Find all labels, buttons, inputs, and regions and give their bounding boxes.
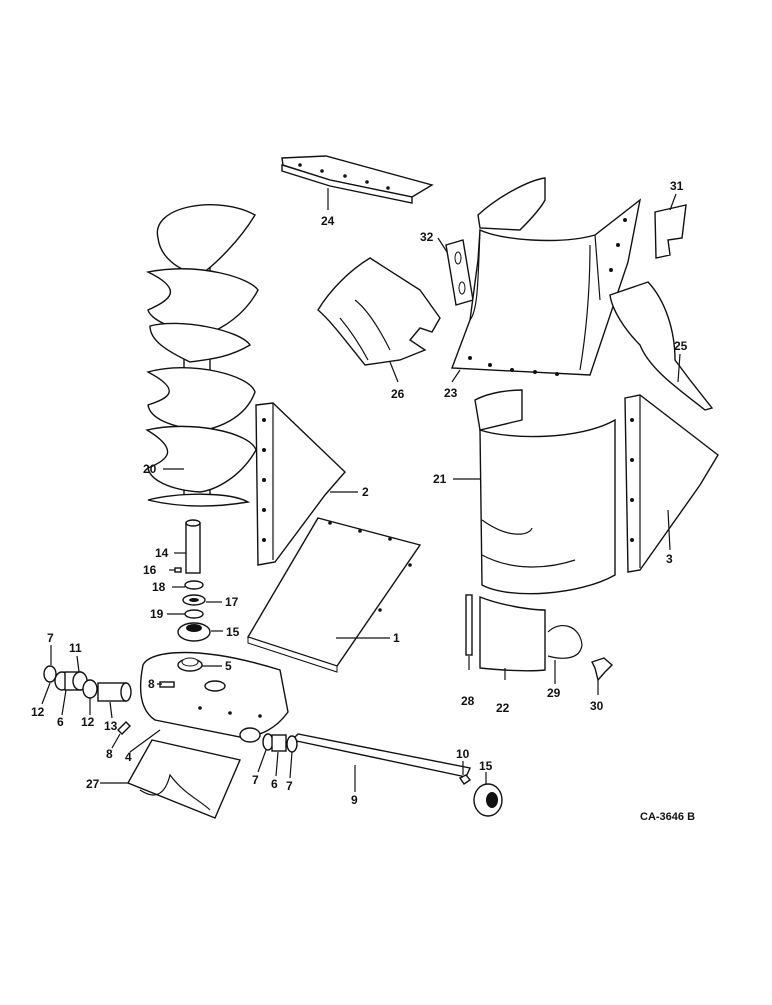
part-25-flap xyxy=(609,281,714,411)
callout-28: 28 xyxy=(461,694,475,708)
callout-12-mid: 12 xyxy=(81,715,95,729)
part-12-seal xyxy=(82,679,98,699)
callout-8-upper: 8 xyxy=(148,677,155,691)
callout-22: 22 xyxy=(496,701,510,715)
callout-19: 19 xyxy=(150,607,164,621)
part-29-clip xyxy=(547,624,583,659)
part-20-auger xyxy=(145,204,259,507)
callout-10: 10 xyxy=(456,747,470,761)
part-31-plate xyxy=(654,204,687,259)
callout-31: 31 xyxy=(670,179,684,193)
part-3-side-panel xyxy=(624,394,719,573)
part-28-strip xyxy=(465,594,473,656)
bearing-stack-left xyxy=(43,665,132,702)
part-9-shaft xyxy=(262,733,472,785)
part-4-gear-housing xyxy=(139,651,289,743)
callout-14: 14 xyxy=(155,546,169,560)
callout-6-b: 6 xyxy=(271,777,278,791)
callout-labels: 24 32 31 26 23 25 20 21 2 3 14 16 18 17 … xyxy=(31,179,695,823)
callout-27: 27 xyxy=(86,777,100,791)
part-7-washer-left xyxy=(43,665,57,683)
part-30-latch xyxy=(591,657,614,682)
part-23-upper-spout xyxy=(451,177,642,376)
part-24-strip xyxy=(281,155,434,204)
part-15-gear-lower xyxy=(473,783,503,817)
part-1-plate xyxy=(246,517,422,673)
leader-lines xyxy=(41,188,681,792)
callout-7-b: 7 xyxy=(252,773,259,787)
part-14-shaft xyxy=(185,519,201,574)
part-7-washer-b xyxy=(286,735,298,753)
callout-32: 32 xyxy=(420,230,434,244)
callout-5: 5 xyxy=(225,659,232,673)
part-22-cover xyxy=(479,595,546,672)
callout-16: 16 xyxy=(143,563,157,577)
callout-20: 20 xyxy=(143,462,157,476)
callout-21: 21 xyxy=(433,472,447,486)
callout-8-lower: 8 xyxy=(106,747,113,761)
part-18-washer xyxy=(184,580,204,590)
callout-1: 1 xyxy=(393,631,400,645)
part-15-gear-upper xyxy=(177,622,211,642)
callout-12-left: 12 xyxy=(31,705,45,719)
callout-6-left: 6 xyxy=(57,715,64,729)
part-2-side-panel xyxy=(255,402,346,566)
part-17-washer xyxy=(182,594,206,606)
callout-26: 26 xyxy=(391,387,405,401)
callout-23: 23 xyxy=(444,386,458,400)
part-16-pin xyxy=(174,567,182,573)
callout-13: 13 xyxy=(104,719,118,733)
callout-4: 4 xyxy=(125,750,132,764)
callout-11: 11 xyxy=(69,641,82,655)
part-27-shield xyxy=(127,739,241,819)
drawing-code: CA-3646 B xyxy=(640,811,695,823)
callout-3: 3 xyxy=(666,552,673,566)
callout-7-left: 7 xyxy=(47,631,54,645)
part-19-washer xyxy=(184,609,204,619)
part-6-bearing xyxy=(271,734,287,752)
callout-24: 24 xyxy=(321,214,335,228)
callout-15-lower: 15 xyxy=(479,759,493,773)
callout-18: 18 xyxy=(152,580,166,594)
part-21-lower-spout xyxy=(474,389,616,595)
callout-17: 17 xyxy=(225,595,239,609)
part-10-key xyxy=(458,774,472,785)
callout-30: 30 xyxy=(590,699,604,713)
callout-25: 25 xyxy=(674,339,688,353)
part-32-plate xyxy=(445,239,474,306)
callout-7-c: 7 xyxy=(286,779,293,793)
callout-9: 9 xyxy=(351,793,358,807)
part-26-deflector xyxy=(317,257,441,366)
callout-2: 2 xyxy=(362,485,369,499)
callout-29: 29 xyxy=(547,686,561,700)
callout-15-upper: 15 xyxy=(226,625,240,639)
